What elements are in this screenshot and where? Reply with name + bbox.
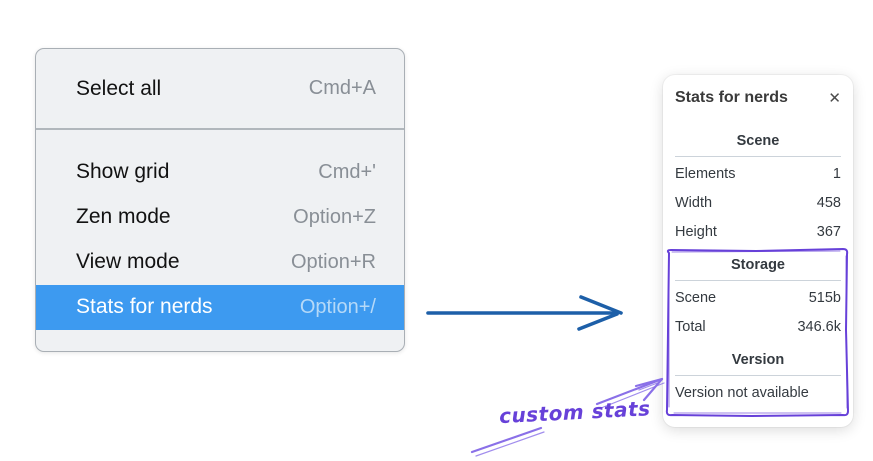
section-version: Version Version not available	[675, 350, 841, 407]
section-scene: Scene Elements 1 Width 458 Height 367	[675, 131, 841, 247]
menu-item-label: Zen mode	[76, 205, 171, 228]
stat-value: 346.6k	[797, 319, 841, 335]
stat-row: Scene 515b	[675, 284, 841, 313]
close-icon[interactable]: ✕	[828, 89, 841, 107]
stat-value: 1	[832, 166, 841, 182]
panel-header: Stats for nerds ✕	[675, 87, 841, 109]
stat-row: Elements 1	[675, 160, 841, 189]
menu-item-shortcut: Cmd+'	[318, 160, 376, 183]
annotation-arrow	[470, 377, 665, 457]
stat-label: Width	[675, 195, 713, 211]
menu-divider	[36, 128, 404, 130]
panel-title: Stats for nerds	[675, 89, 788, 106]
stat-row: Total 346.6k	[675, 313, 841, 342]
menu-item-label: Show grid	[76, 160, 170, 183]
section-heading: Scene	[736, 133, 780, 149]
menu-item-shortcut: Option+/	[299, 295, 376, 318]
stat-label: Elements	[675, 166, 736, 182]
stat-row: Width 458	[675, 189, 841, 218]
menu-group: Show grid Cmd+' Zen mode Option+Z View m…	[36, 130, 404, 351]
stat-row: Height 367	[675, 218, 841, 247]
menu-item-show-grid[interactable]: Show grid Cmd+'	[36, 150, 404, 195]
section-divider	[675, 156, 841, 157]
section-heading: Storage	[731, 257, 785, 273]
section-heading: Version	[731, 352, 785, 368]
version-note: Version not available	[675, 385, 809, 401]
menu-item-label: View mode	[76, 250, 180, 273]
stat-label: Height	[675, 224, 717, 240]
section-divider	[675, 280, 841, 281]
menu-item-stats-for-nerds[interactable]: Stats for nerds Option+/	[36, 284, 404, 330]
menu-item-label: Select all	[76, 76, 162, 100]
stat-label: Scene	[675, 290, 717, 306]
section-divider	[675, 375, 841, 376]
section-storage: Storage Scene 515b Total 346.6k	[675, 255, 841, 342]
menu-item-zen-mode[interactable]: Zen mode Option+Z	[36, 195, 404, 240]
menu-item-shortcut: Cmd+A	[308, 77, 376, 99]
menu-item-shortcut: Option+R	[290, 250, 376, 273]
flow-arrow	[426, 295, 623, 331]
stat-label: Total	[675, 319, 706, 335]
stats-panel: Stats for nerds ✕ Scene Elements 1 Width…	[663, 75, 853, 427]
menu-item-label: Stats for nerds	[76, 295, 213, 318]
context-menu: Select all Cmd+A Show grid Cmd+' Zen mod…	[35, 48, 405, 352]
menu-item-select-all[interactable]: Select all Cmd+A	[36, 49, 404, 128]
menu-item-shortcut: Option+Z	[293, 205, 376, 228]
menu-item-view-mode[interactable]: View mode Option+R	[36, 240, 404, 285]
stat-value: 458	[816, 195, 841, 211]
stat-value: 515b	[808, 290, 841, 306]
annotation-label: custom stats	[498, 396, 652, 429]
stat-value: 367	[816, 224, 841, 240]
